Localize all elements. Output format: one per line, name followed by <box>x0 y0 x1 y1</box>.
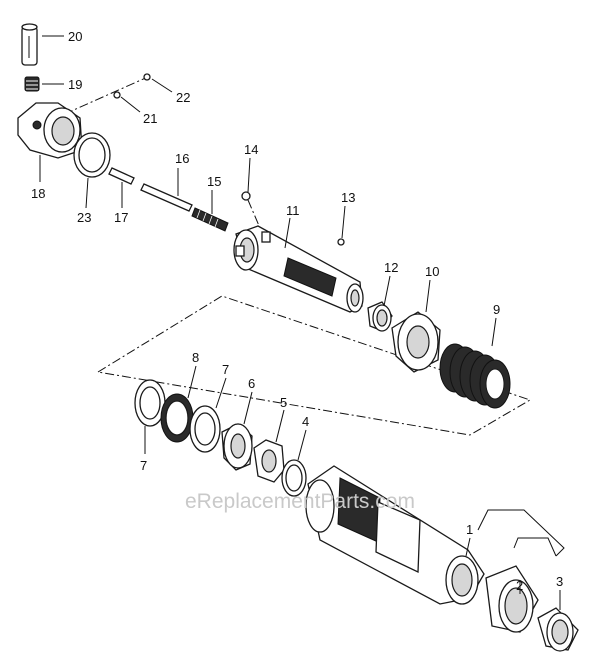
part-21-ball <box>113 91 121 99</box>
watermark-text: eReplacementParts.com <box>185 490 415 513</box>
leader-23 <box>85 177 89 209</box>
leader-8 <box>187 365 197 399</box>
part-20-pin <box>21 23 38 66</box>
part-11-spindle <box>233 225 364 313</box>
leader-14 <box>247 157 251 193</box>
callout-4: 4 <box>302 414 309 429</box>
leader-11 <box>284 217 291 249</box>
alignment-line-top <box>39 75 151 126</box>
leader-13 <box>341 205 346 239</box>
part-7-washer-left <box>134 379 166 427</box>
callout-7-left: 7 <box>140 458 147 473</box>
callout-7-right: 7 <box>222 362 229 377</box>
callout-9: 9 <box>493 302 500 317</box>
part-14-ball <box>241 191 251 201</box>
callout-23: 23 <box>77 210 91 225</box>
leader-12 <box>383 275 391 307</box>
part-16-rod <box>140 183 193 212</box>
leader-9 <box>491 317 497 347</box>
part-18-clutch-body <box>17 102 83 159</box>
alignment-line-14 <box>247 199 261 229</box>
part-19-spring <box>24 76 40 92</box>
leader-1 <box>465 537 471 557</box>
part-5-hex-nut <box>253 439 285 483</box>
callout-8: 8 <box>192 350 199 365</box>
callout-22: 22 <box>176 90 190 105</box>
part-17-pin <box>108 167 135 185</box>
callout-1: 1 <box>466 522 473 537</box>
bracket-group-2 <box>513 537 557 557</box>
leader-21 <box>120 96 141 113</box>
part-7-washer-right <box>189 405 221 453</box>
callout-21: 21 <box>143 111 157 126</box>
bracket-group-1 <box>477 509 565 557</box>
part-4-retaining-ring <box>281 459 307 497</box>
part-12-bushing <box>367 301 393 332</box>
callout-13: 13 <box>341 190 355 205</box>
callout-3: 3 <box>556 574 563 589</box>
leader-10 <box>425 279 431 313</box>
callout-6: 6 <box>248 376 255 391</box>
part-6-collar <box>221 423 253 471</box>
leader-5 <box>275 409 285 443</box>
part-15-spring <box>191 207 229 232</box>
leader-7-right <box>215 377 227 409</box>
part-10-ring <box>391 311 441 373</box>
callout-16: 16 <box>175 151 189 166</box>
part-1-housing <box>305 465 485 605</box>
assembly-boundary-line <box>97 295 532 436</box>
part-2-sleeve <box>485 565 539 633</box>
part-23-ring <box>73 132 111 178</box>
callout-2: 2 <box>516 578 523 593</box>
callout-18: 18 <box>31 186 45 201</box>
callout-14: 14 <box>244 142 258 157</box>
part-22-ball <box>143 73 151 81</box>
callout-19: 19 <box>68 77 82 92</box>
part-9-spring <box>439 343 511 409</box>
part-13-ball <box>337 238 345 246</box>
callout-17: 17 <box>114 210 128 225</box>
leader-6 <box>243 391 253 425</box>
leader-22 <box>151 78 173 93</box>
callout-12: 12 <box>384 260 398 275</box>
callout-10: 10 <box>425 264 439 279</box>
callout-20: 20 <box>68 29 82 44</box>
part-8-thrust-bearing <box>160 393 194 443</box>
callout-5: 5 <box>280 395 287 410</box>
callout-11: 11 <box>286 203 300 218</box>
part-3-bushing <box>537 607 579 652</box>
leader-4 <box>297 429 307 461</box>
callout-15: 15 <box>207 174 221 189</box>
